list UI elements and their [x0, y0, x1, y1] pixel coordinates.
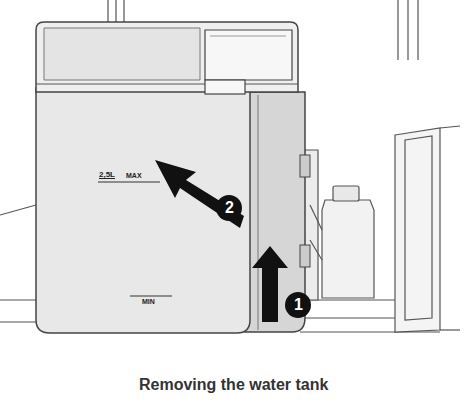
min-mark: MIN: [142, 298, 155, 305]
max-mark: MAX: [126, 172, 142, 179]
callout-number: 2: [225, 200, 234, 216]
callout-number: 1: [294, 297, 303, 313]
caption: Removing the water tank: [139, 377, 328, 393]
capacity-label: 2,5L: [99, 171, 115, 179]
